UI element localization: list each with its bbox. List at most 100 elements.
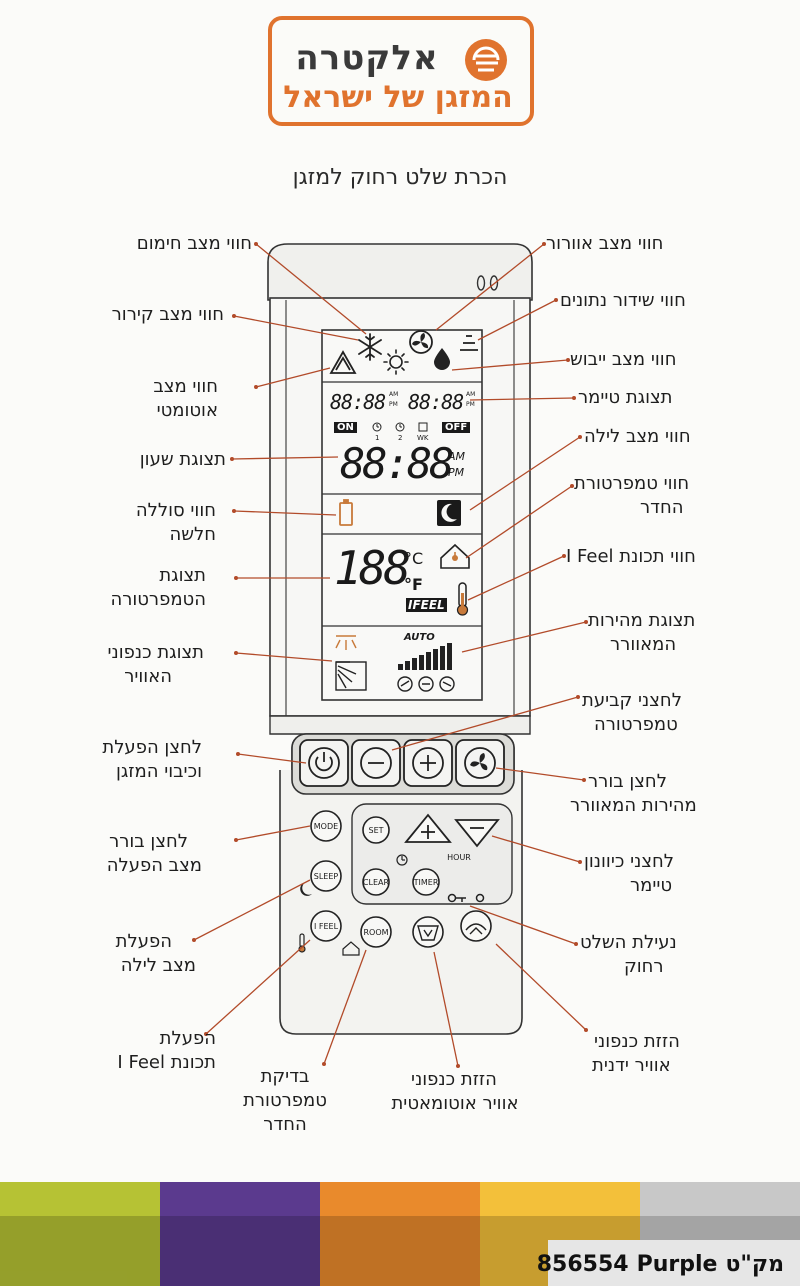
- power-button: [299, 739, 349, 787]
- leader-line: [205, 939, 311, 1035]
- label-sleep-1: הפעלת: [115, 931, 172, 952]
- clear-button: [362, 868, 390, 896]
- timer-right-display: 88:88: [408, 390, 464, 414]
- label-auto-mode-2: אוטומטי: [156, 400, 218, 421]
- label-auto-swing-1: הזזת כנפוני: [411, 1069, 497, 1090]
- label-power-1: לחצן הפעלת: [102, 737, 202, 758]
- brand-name: אלקטרה: [295, 38, 439, 78]
- manual-swing-icon: [465, 923, 487, 935]
- label-lock-1: נעילת השלט: [580, 932, 677, 953]
- product-code-number: 856554: [536, 1252, 629, 1277]
- pm-label: PM: [389, 401, 398, 408]
- label-room-check-2: טמפרטורת: [243, 1090, 327, 1111]
- leader-line: [495, 767, 585, 781]
- fan-icon: [470, 753, 488, 771]
- thermometer-icon: [456, 582, 469, 616]
- label-auto-mode-1: חווי מצב: [153, 376, 218, 397]
- sleep-button-label: SLEEP: [313, 872, 339, 881]
- timer-left-display: 88:88: [330, 390, 386, 414]
- dry-mode-icon: [434, 348, 450, 370]
- low-battery-icon: [339, 499, 353, 526]
- clear-button-label: CLEAR: [362, 878, 390, 887]
- page-title: הכרת שלט רחוק למזגן: [292, 165, 508, 190]
- label-manual-swing-2: אוויר ידנית: [592, 1055, 671, 1076]
- label-temp-buttons-1: לחצני קביעת: [582, 690, 682, 711]
- label-fan-mode: חווי מצב אוורור: [546, 233, 664, 254]
- leader-lines: [192, 242, 588, 1068]
- electra-logo-icon: [465, 39, 507, 81]
- label-mode-1: לחצן בורר: [109, 831, 188, 852]
- label-data-transmit: חווי שידור נתונים: [560, 290, 686, 311]
- celsius-label: °C: [404, 549, 424, 568]
- fan-speed-icons: [397, 676, 455, 692]
- leader-line: [255, 367, 331, 388]
- ifeel-badge: IFEEL: [406, 598, 447, 612]
- timer-button: [412, 868, 440, 896]
- leader-line: [237, 753, 307, 764]
- label-manual-swing-1: הזזת כנפוני: [594, 1031, 680, 1052]
- label-fan-speed-display-2: המאוורר: [610, 634, 677, 655]
- ir-window-icon: [476, 275, 486, 291]
- room-button-label: ROOM: [363, 928, 389, 937]
- label-room-temp-1: חווי טמפרטורת: [574, 473, 690, 494]
- louver-swing-icon: [335, 635, 357, 650]
- pm-label-2: PM: [466, 401, 475, 408]
- color-name: Purple: [636, 1252, 718, 1277]
- leader-line: [451, 359, 569, 371]
- timer-button-label: TIMER: [413, 878, 439, 887]
- leader-line: [233, 510, 337, 516]
- leader-line: [235, 652, 333, 662]
- footer-color-stripes: [0, 1182, 800, 1286]
- heat-mode-icon: [383, 349, 409, 375]
- label-dry-mode: חווי מצב ייבוש: [570, 349, 677, 370]
- clock-am: AM: [448, 450, 466, 463]
- leader-line: [235, 825, 311, 841]
- hour-label: HOUR: [447, 853, 471, 862]
- footer-stripe: [320, 1182, 481, 1286]
- leader-line: [433, 951, 459, 1067]
- timer-clock-icons: [372, 422, 428, 432]
- product-code-label: מק"ט: [725, 1252, 784, 1277]
- leader-line: [323, 949, 367, 1065]
- label-ifeel-1: הפעלת: [159, 1028, 216, 1049]
- brand-logo-box: אלקטרה המזגן של ישראל: [268, 16, 534, 126]
- label-timer-display: תצוגת טיימר: [578, 387, 673, 408]
- ifeel-button-label: I FEEL: [313, 922, 339, 931]
- label-power-2: וכיבוי המזגן: [115, 761, 202, 782]
- label-sleep-2: מצב לילה: [120, 955, 196, 976]
- leader-line: [465, 485, 573, 559]
- label-temperature-1: תצוגת: [159, 565, 206, 586]
- on-badge: ON: [334, 422, 357, 433]
- leader-line: [233, 315, 359, 341]
- label-fan-button-2: מהירות המאוורר: [570, 795, 697, 816]
- room-house-icon: [342, 941, 360, 956]
- label-battery-2: חלשה: [169, 524, 216, 545]
- leader-line: [231, 456, 339, 460]
- auto-swing-button: [412, 916, 444, 948]
- label-heat-mode: חווי מצב חימום: [136, 233, 252, 254]
- cool-mode-icon: [358, 333, 382, 361]
- lock-key-icon: [447, 893, 485, 903]
- brand-slogan: המזגן של ישראל: [283, 80, 513, 115]
- timer-1-label: 1: [375, 434, 380, 442]
- auto-swing-icon: [417, 925, 439, 941]
- fan-mode-icon: [409, 330, 433, 354]
- night-mode-icon: [437, 500, 461, 526]
- leader-line: [469, 436, 581, 511]
- label-louver-1: תצוגת כנפוני: [107, 642, 205, 663]
- am-label-2: AM: [466, 391, 476, 398]
- timer-wk-label: WK: [417, 434, 429, 442]
- auto-label: AUTO: [404, 632, 435, 643]
- timer-2-label: 2: [398, 434, 403, 442]
- label-ifeel-2: תכונת I Feel: [117, 1052, 216, 1073]
- leader-line: [255, 243, 367, 335]
- leader-line: [469, 905, 577, 945]
- clock-pm: PM: [448, 466, 465, 479]
- label-cool-mode: חווי מצב קירור: [111, 304, 224, 325]
- leader-line: [435, 243, 545, 331]
- label-room-check-1: בדיקת: [260, 1066, 310, 1087]
- label-temp-buttons-2: טמפרטורה: [594, 714, 678, 735]
- label-mode-2: מצב הפעלה: [106, 855, 202, 876]
- mode-button-label: MODE: [313, 822, 339, 831]
